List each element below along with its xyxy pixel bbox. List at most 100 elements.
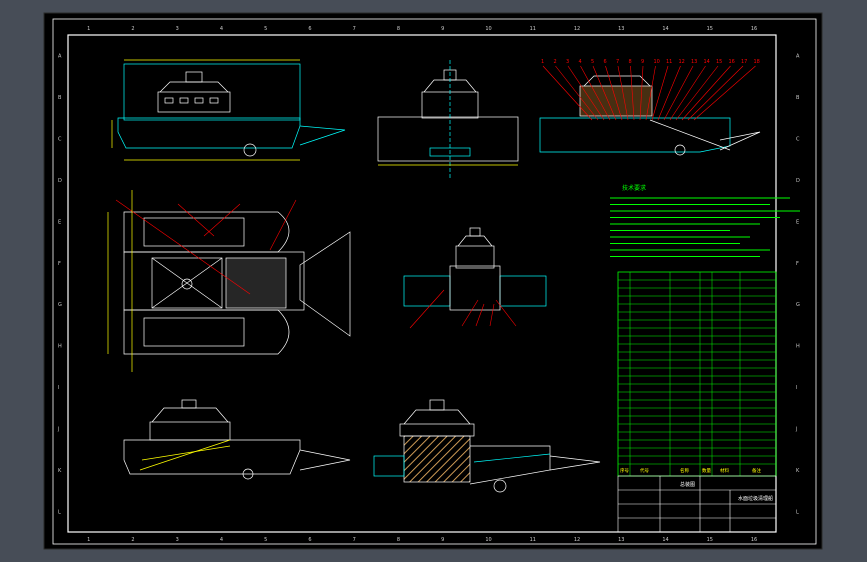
section-leader-line bbox=[687, 65, 744, 121]
row-label-left: E bbox=[58, 219, 61, 225]
column-label-top: 13 bbox=[618, 26, 624, 32]
section-leader-line bbox=[669, 65, 706, 121]
column-label-top: 15 bbox=[707, 26, 713, 32]
bom-header-cell: 数量 bbox=[702, 467, 711, 474]
column-label-top: 6 bbox=[308, 26, 311, 32]
row-label-right: A bbox=[796, 54, 800, 60]
row-label-left: I bbox=[58, 385, 59, 391]
title-block-label: 总装图 bbox=[680, 481, 695, 488]
section-view-d bbox=[373, 399, 601, 493]
title-block-name: 水面垃圾清理船 bbox=[738, 495, 773, 502]
section-number: 11 bbox=[666, 59, 672, 65]
section-number: 12 bbox=[679, 59, 685, 65]
section-leader-line bbox=[639, 65, 644, 121]
section-number: 7 bbox=[616, 59, 619, 65]
section-leader-line bbox=[651, 65, 669, 121]
side-view-elevation bbox=[111, 59, 346, 161]
column-label-bottom: 13 bbox=[618, 537, 624, 543]
row-label-right: F bbox=[796, 261, 799, 267]
section-number: 2 bbox=[554, 59, 557, 65]
row-label-right: D bbox=[796, 178, 800, 184]
section-leader-line bbox=[657, 65, 681, 121]
row-label-left: B bbox=[58, 95, 62, 101]
column-label-bottom: 10 bbox=[485, 537, 491, 543]
row-label-right: C bbox=[796, 137, 800, 143]
section-number: 18 bbox=[754, 59, 760, 65]
column-label-top: 4 bbox=[220, 26, 223, 32]
section-leader-line bbox=[675, 65, 719, 121]
column-label-top: 12 bbox=[574, 26, 580, 32]
section-leader-line bbox=[681, 65, 731, 121]
section-leader-line bbox=[693, 65, 756, 121]
column-label-bottom: 6 bbox=[308, 537, 311, 543]
section-number: 17 bbox=[741, 59, 747, 65]
section-number: 14 bbox=[704, 59, 710, 65]
section-leader-line bbox=[555, 65, 599, 121]
column-label-bottom: 11 bbox=[530, 537, 536, 543]
row-label-right: B bbox=[796, 95, 800, 101]
section-leader-line bbox=[663, 65, 694, 121]
column-label-bottom: 12 bbox=[574, 537, 580, 543]
column-label-top: 1 bbox=[87, 26, 90, 32]
section-number: 4 bbox=[579, 59, 582, 65]
section-leader-line bbox=[645, 65, 656, 121]
column-label-top: 2 bbox=[131, 26, 134, 32]
row-label-left: J bbox=[57, 426, 59, 432]
column-label-top: 7 bbox=[353, 26, 356, 32]
column-label-top: 5 bbox=[264, 26, 267, 32]
column-label-bottom: 9 bbox=[441, 537, 444, 543]
column-label-top: 16 bbox=[751, 26, 757, 32]
row-label-right: G bbox=[796, 302, 800, 308]
bom-header-cell: 备注 bbox=[752, 467, 761, 474]
front-view-elevation bbox=[377, 60, 519, 180]
column-label-bottom: 4 bbox=[220, 537, 223, 543]
section-leader-line bbox=[605, 65, 623, 121]
column-label-bottom: 8 bbox=[397, 537, 400, 543]
section-leader-line bbox=[567, 65, 605, 121]
row-label-right: I bbox=[796, 385, 797, 391]
section-number: 15 bbox=[716, 59, 722, 65]
row-label-right: E bbox=[796, 219, 799, 225]
title-block: 总装图 水面垃圾清理船 bbox=[617, 475, 777, 533]
section-leader-line bbox=[542, 65, 593, 121]
section-view-c bbox=[123, 399, 351, 480]
end-view bbox=[403, 227, 547, 329]
section-number: 10 bbox=[654, 59, 660, 65]
bom-header-cell: 材料 bbox=[720, 467, 729, 474]
column-label-top: 10 bbox=[485, 26, 491, 32]
column-label-top: 3 bbox=[176, 26, 179, 32]
column-label-top: 9 bbox=[441, 26, 444, 32]
row-label-left: G bbox=[58, 302, 62, 308]
section-number: 5 bbox=[591, 59, 594, 65]
column-label-top: 11 bbox=[530, 26, 536, 32]
row-label-right: H bbox=[796, 344, 800, 350]
section-number: 8 bbox=[629, 59, 632, 65]
column-label-bottom: 15 bbox=[707, 537, 713, 543]
section-number: 1 bbox=[541, 59, 544, 65]
column-label-top: 14 bbox=[662, 26, 668, 32]
section-number: 3 bbox=[566, 59, 569, 65]
bom-header-cell: 名称 bbox=[680, 467, 689, 474]
bom-header-cell: 序号 bbox=[620, 467, 629, 474]
column-label-bottom: 5 bbox=[264, 537, 267, 543]
column-label-bottom: 14 bbox=[662, 537, 668, 543]
row-label-right: J bbox=[795, 426, 797, 432]
section-leader-line bbox=[592, 65, 617, 121]
section-leader-line bbox=[617, 65, 629, 121]
section-number: 9 bbox=[641, 59, 644, 65]
row-label-left: A bbox=[58, 54, 62, 60]
section-leader-line bbox=[630, 65, 635, 121]
column-label-bottom: 2 bbox=[131, 537, 134, 543]
section-leader-line bbox=[580, 65, 611, 121]
row-label-left: C bbox=[58, 137, 62, 143]
column-label-bottom: 1 bbox=[87, 537, 90, 543]
column-label-bottom: 16 bbox=[751, 537, 757, 543]
column-label-bottom: 7 bbox=[353, 537, 356, 543]
row-label-left: D bbox=[58, 178, 62, 184]
bom-header-cell: 代号 bbox=[640, 467, 649, 474]
row-label-left: H bbox=[58, 344, 62, 350]
section-number: 16 bbox=[729, 59, 735, 65]
plan-view bbox=[107, 190, 351, 372]
